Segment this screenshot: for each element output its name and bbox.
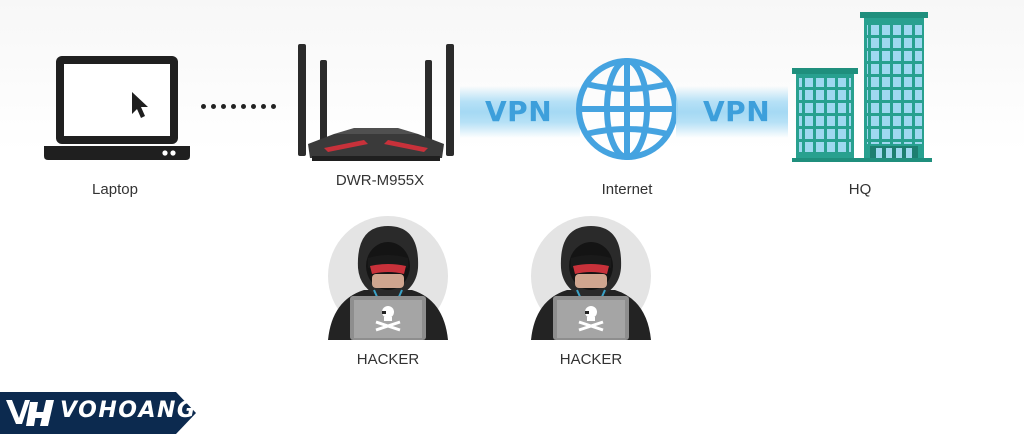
vpn-tunnel-band (676, 86, 788, 138)
logo-text: VOHOANG.vn (60, 398, 240, 423)
vpn-tunnel-label: VPN (703, 95, 771, 128)
globe-icon (576, 58, 678, 160)
hacker-label: HACKER (356, 351, 420, 368)
laptop-icon (44, 56, 190, 160)
hacker-label: HACKER (559, 351, 623, 368)
router-icon (298, 44, 454, 161)
laptop-label: Laptop (92, 181, 138, 198)
hacker-icon (531, 216, 651, 340)
hq-buildings-icon (792, 12, 932, 162)
internet-label: Internet (601, 181, 653, 198)
hacker-icon (328, 216, 448, 340)
vpn-tunnel-band (460, 86, 580, 138)
brand-logo: VOHOANG.vn (0, 392, 238, 434)
hq-label: HQ (848, 181, 872, 198)
vpn-tunnel-label: VPN (485, 95, 553, 128)
router-label: DWR-M955X (335, 172, 425, 189)
logo-badge-icon (0, 392, 196, 434)
